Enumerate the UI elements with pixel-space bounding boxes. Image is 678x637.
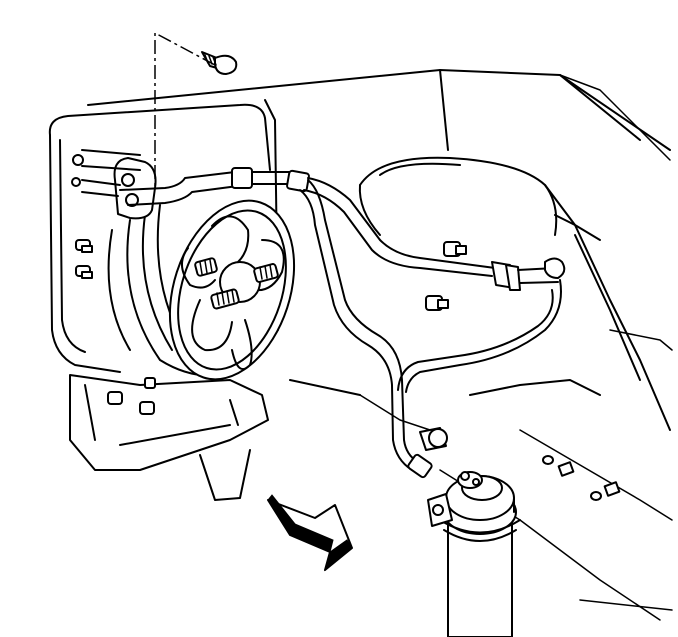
block-stud (75, 239, 93, 279)
body-detail-marks (542, 455, 621, 501)
engine-block-outline (48, 103, 271, 501)
wheel-well-dome (358, 156, 601, 241)
accumulator-dryer (427, 471, 521, 637)
bolt-leader-line (154, 31, 216, 190)
compressor-clutch-pulley (168, 199, 296, 381)
hose-connector-fitting (491, 261, 521, 291)
front-direction-arrow-icon (267, 494, 353, 572)
compressor-outlet-fitting (81, 149, 157, 220)
mounting-bolt-icon (201, 51, 238, 75)
ac-hose-assembly (119, 167, 566, 479)
fender-bolt (419, 241, 467, 451)
